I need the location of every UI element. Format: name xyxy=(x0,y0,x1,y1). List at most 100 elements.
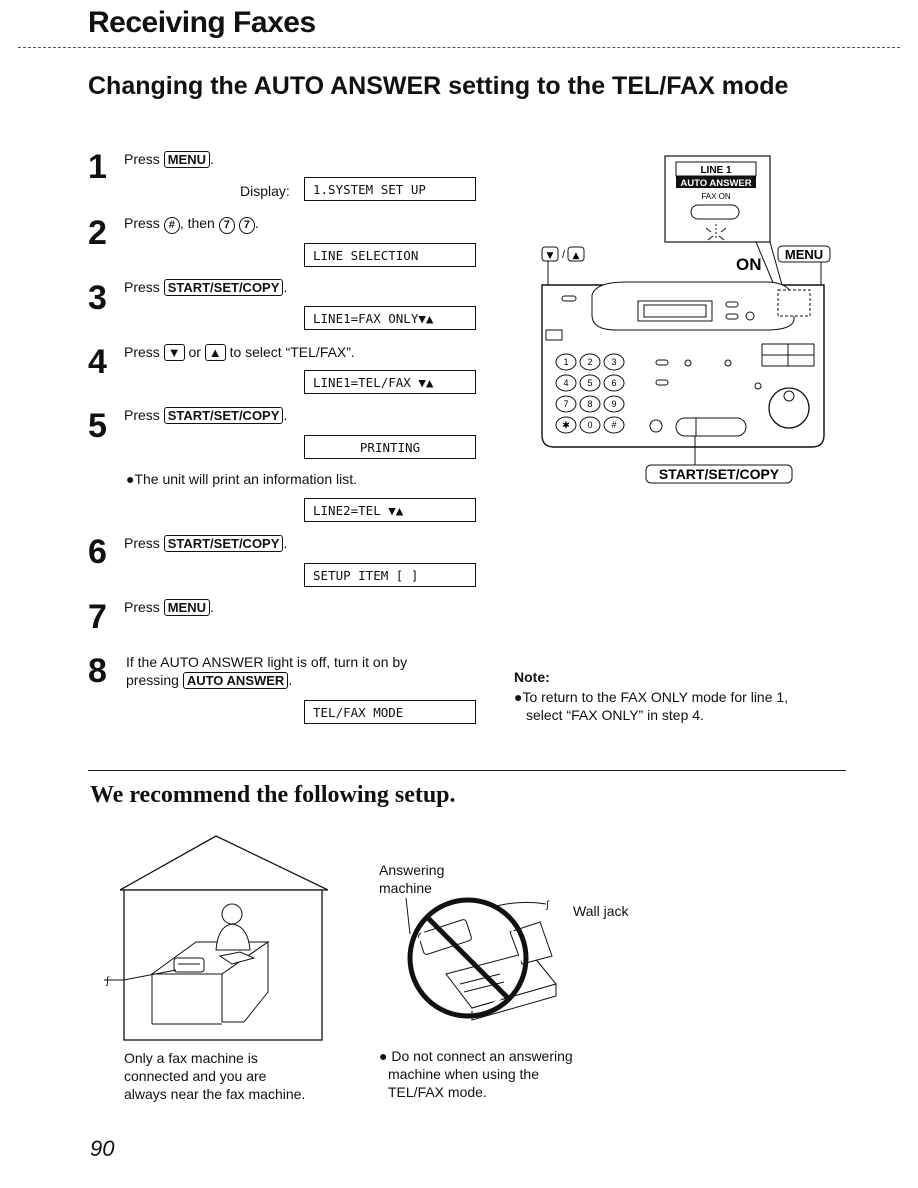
step-punct: . xyxy=(254,215,259,231)
step-punct: . xyxy=(209,599,214,615)
page-number: 90 xyxy=(90,1136,115,1161)
auto-answer-key: AUTO ANSWER xyxy=(182,672,289,689)
keypad-key xyxy=(603,353,625,371)
svg-text:▲: ▲ xyxy=(573,251,580,261)
step-number: 4 xyxy=(88,343,107,381)
step-4-text: Press ▼ or ▲ to select “TEL/FAX”. xyxy=(124,343,355,361)
keypad-key-label: 4 xyxy=(563,378,568,388)
keypad-key-label: 0 xyxy=(587,420,592,430)
keypad-key xyxy=(579,395,601,413)
keypad-key xyxy=(555,374,577,392)
step-mid: , then xyxy=(179,215,215,231)
step-label: Press xyxy=(124,151,160,167)
step-punct: . xyxy=(283,407,288,423)
home-office-illustration: ʃ xyxy=(104,835,329,1041)
step-number: 1 xyxy=(88,148,107,186)
step-7-text: Press MENU. xyxy=(124,598,214,616)
step-3-text: Press START/SET/COPY. xyxy=(124,278,287,296)
note-line-1: ●To return to the FAX ONLY mode for line… xyxy=(514,689,789,705)
step-6-text: Press START/SET/COPY. xyxy=(124,534,287,552)
svg-text:ʃ: ʃ xyxy=(545,900,550,911)
lcd-display: LINE2=TEL ▼▲ xyxy=(304,498,476,522)
step-label: Press xyxy=(124,599,160,615)
step-label: Press xyxy=(124,535,160,551)
keypad-key xyxy=(579,374,601,392)
keypad-key-label: # xyxy=(611,420,616,430)
step-post: to select “TEL/FAX”. xyxy=(229,344,355,360)
menu-key: MENU xyxy=(163,151,210,168)
keypad-key-label: 8 xyxy=(587,399,592,409)
keypad-key-label: ✱ xyxy=(562,420,570,430)
left-caption-line-3: always near the fax machine. xyxy=(124,1086,306,1102)
step-label: Press xyxy=(124,407,160,423)
step-punct: . xyxy=(288,672,293,688)
step-number: 6 xyxy=(88,533,107,571)
step-number: 8 xyxy=(88,652,107,690)
keypad-key xyxy=(579,353,601,371)
seven-key: 7 xyxy=(218,217,235,234)
step-2-text: Press #, then 7 7. xyxy=(124,214,259,234)
step-number: 2 xyxy=(88,214,107,252)
svg-text:/: / xyxy=(562,249,566,261)
step-label: Press xyxy=(124,215,160,231)
step-5-text: Press START/SET/COPY. xyxy=(124,406,287,424)
step-1-text: Press MENU. xyxy=(124,150,214,168)
keypad-key xyxy=(603,416,625,434)
answering-machine-label-line-1: Answering xyxy=(379,862,445,878)
line1-label: LINE 1 xyxy=(700,165,732,176)
note-line-2: select “FAX ONLY” in step 4. xyxy=(526,707,704,723)
keypad-key xyxy=(555,353,577,371)
down-arrow-key: ▼ xyxy=(163,344,185,361)
lcd-display: LINE SELECTION xyxy=(304,243,476,267)
no-answering-machine-illustration: ʃ xyxy=(405,897,557,1021)
seven-key: 7 xyxy=(238,217,255,234)
step-label: Press xyxy=(124,279,160,295)
lcd-display: PRINTING xyxy=(304,435,476,459)
start-set-copy-label: START/SET/COPY xyxy=(659,466,780,482)
fax-machine-illustration: LINE 1 AUTO ANSWER FAX ON ON ▼ / ▲ MENU … xyxy=(541,155,831,484)
hash-key: # xyxy=(163,217,180,234)
keypad-key-label: 1 xyxy=(563,357,568,367)
step-number: 5 xyxy=(88,407,107,445)
keypad-key xyxy=(603,374,625,392)
keypad-key-label: 7 xyxy=(563,399,568,409)
menu-label: MENU xyxy=(785,247,823,262)
print-note: ●The unit will print an information list… xyxy=(126,471,357,487)
step-8-line2: pressing AUTO ANSWER. xyxy=(126,671,292,689)
step-mid: or xyxy=(188,344,201,360)
left-caption-line-2: connected and you are xyxy=(124,1068,267,1084)
left-caption-line-1: Only a fax machine is xyxy=(124,1050,258,1066)
start-set-copy-key: START/SET/COPY xyxy=(163,535,284,552)
svg-text:▼: ▼ xyxy=(547,251,554,261)
lcd-display: TEL/FAX MODE xyxy=(304,700,476,724)
lcd-display: SETUP ITEM [ ] xyxy=(304,563,476,587)
lcd-display: 1.SYSTEM SET UP xyxy=(304,177,476,201)
svg-text:ʃ: ʃ xyxy=(105,976,110,987)
auto-answer-label: AUTO ANSWER xyxy=(680,178,751,189)
start-set-copy-key: START/SET/COPY xyxy=(163,279,284,296)
step-label: pressing xyxy=(126,672,179,688)
wall-jack-label: Wall jack xyxy=(573,903,629,919)
keypad-key-label: 2 xyxy=(587,357,592,367)
keypad: 1 2 3 4 5 6 7 8 9 ✱ 0 # xyxy=(555,353,625,434)
keypad-key xyxy=(555,395,577,413)
right-caption-line-2: machine when using the xyxy=(388,1066,539,1082)
start-set-copy-key: START/SET/COPY xyxy=(163,407,284,424)
keypad-key xyxy=(555,416,577,434)
header-divider xyxy=(18,47,900,48)
right-caption-line-1: ● Do not connect an answering xyxy=(379,1048,573,1064)
section-divider xyxy=(88,770,846,771)
fax-on-label: FAX ON xyxy=(701,192,731,201)
keypad-key-label: 6 xyxy=(611,378,616,388)
keypad-key-label: 9 xyxy=(611,399,616,409)
display-label: Display: xyxy=(240,183,290,199)
step-8-line1: If the AUTO ANSWER light is off, turn it… xyxy=(126,654,408,670)
keypad-key-label: 3 xyxy=(611,357,616,367)
step-number: 3 xyxy=(88,279,107,317)
step-number: 7 xyxy=(88,598,107,636)
recommend-title: We recommend the following setup. xyxy=(90,782,456,808)
menu-key: MENU xyxy=(163,599,210,616)
keypad-key-label: 5 xyxy=(587,378,592,388)
lcd-display: LINE1=FAX ONLY▼▲ xyxy=(304,306,476,330)
step-punct: . xyxy=(283,535,288,551)
